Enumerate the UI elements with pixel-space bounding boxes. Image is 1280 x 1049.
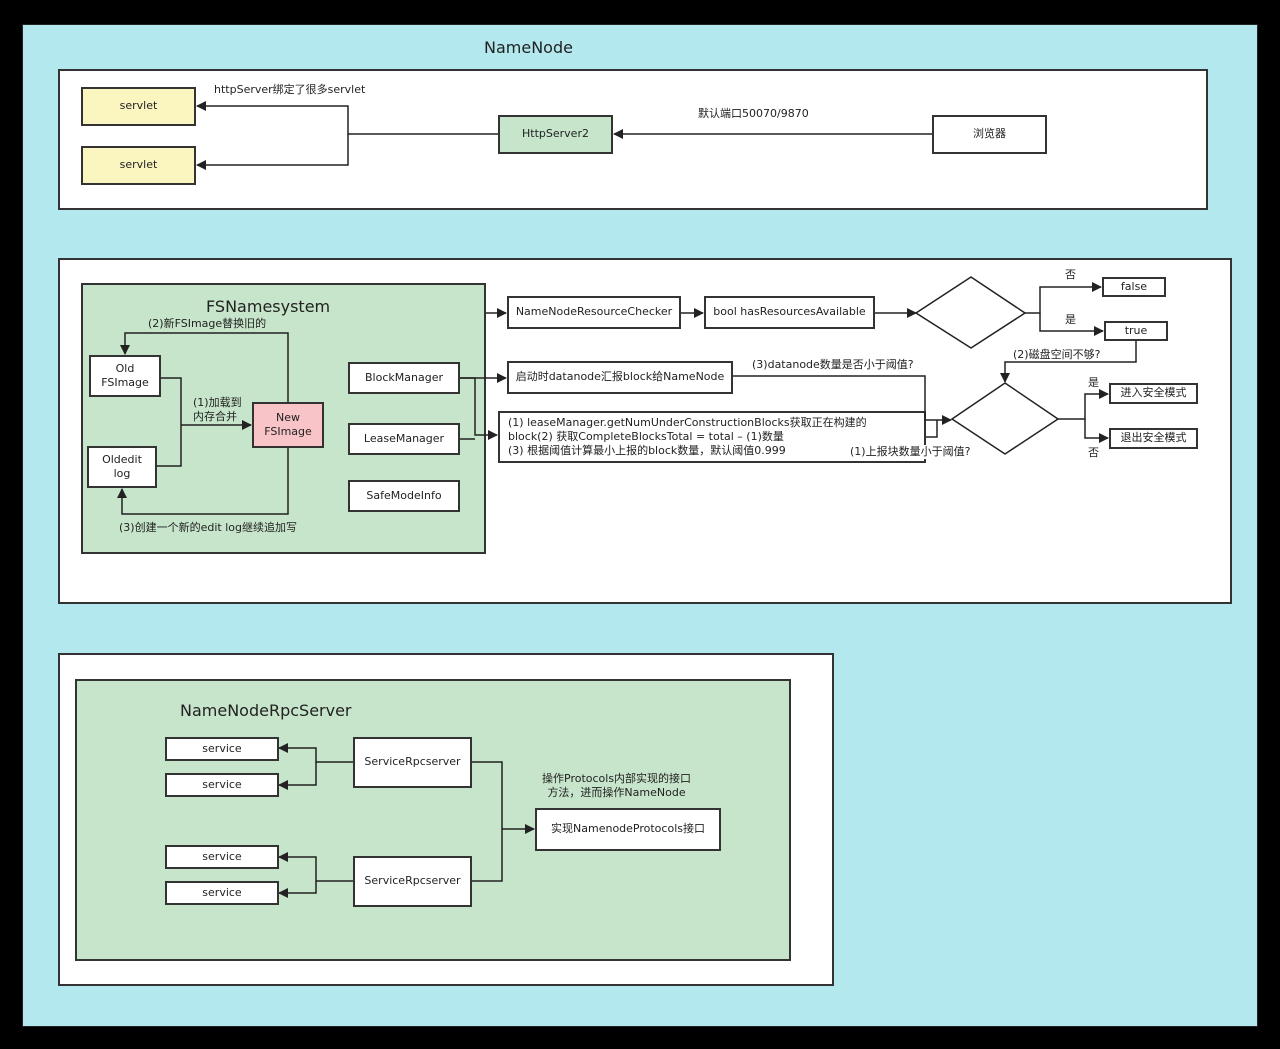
enter-safemode-box: 进入安全模式 bbox=[1109, 383, 1198, 404]
service-rpcserver-box-2: ServiceRpcserver bbox=[353, 856, 472, 907]
block-manager-box: BlockManager bbox=[348, 362, 460, 394]
service-box-1: service bbox=[165, 737, 279, 761]
replace-label: (2)新FSImage替换旧的 bbox=[148, 317, 267, 330]
startup-report-box: 启动时datanode汇报block给NameNode bbox=[507, 361, 733, 394]
browser-box: 浏览器 bbox=[932, 115, 1047, 154]
old-fsimage-box: Old FSImage bbox=[89, 355, 161, 397]
service-box-3: service bbox=[165, 845, 279, 869]
namenode-title: NameNode bbox=[484, 38, 573, 57]
port-label: 默认端口50070/9870 bbox=[698, 107, 809, 120]
has-resources-box: bool hasResourcesAvailable bbox=[704, 296, 875, 329]
servlet-box-2: servlet bbox=[81, 146, 196, 185]
service-rpcserver-box-1: ServiceRpcserver bbox=[353, 737, 472, 788]
fsnamesystem-title: FSNamesystem bbox=[206, 297, 331, 316]
servlet-box-1: servlet bbox=[81, 87, 196, 126]
false-box: false bbox=[1102, 277, 1166, 297]
report-threshold-label: (1)上报块数量小于阈值? bbox=[850, 445, 971, 460]
metadata-dir-text: 元数据目录 <100M? bbox=[942, 300, 998, 328]
protocols-label: 操作Protocols内部实现的接口 方法，进而操作NameNode bbox=[542, 772, 692, 800]
oldedit-log-box: Oldedit log bbox=[87, 446, 157, 488]
datanode-threshold-label: (3)datanode数量是否小于阈值? bbox=[752, 358, 914, 371]
create-edit-label: (3)创建一个新的edit log继续追加写 bbox=[119, 521, 297, 534]
disk-space-label: (2)磁盘空间不够? bbox=[1013, 348, 1101, 361]
exit-safemode-box: 退出安全模式 bbox=[1109, 428, 1198, 449]
httpserver-bind-label: httpServer绑定了很多servlet bbox=[214, 83, 366, 96]
no-label: 否 bbox=[1088, 446, 1099, 459]
service-box-2: service bbox=[165, 773, 279, 797]
httpserver2-box: HttpServer2 bbox=[498, 115, 613, 154]
service-box-4: service bbox=[165, 881, 279, 905]
load-merge-label: (1)加载到 内存合并 bbox=[193, 396, 242, 424]
safemode-info-box: SafeModeInfo bbox=[348, 480, 460, 512]
protocols-impl-box: 实现NamenodeProtocols接口 bbox=[535, 808, 721, 851]
yes-label-top: 是 bbox=[1065, 313, 1076, 326]
true-box: true bbox=[1104, 321, 1168, 341]
rpcserver-title: NameNodeRpcServer bbox=[180, 701, 352, 720]
new-fsimage-box: New FSImage bbox=[252, 402, 324, 448]
resource-checker-box: NameNodeResourceChecker bbox=[507, 296, 681, 329]
lease-details-text: (1) leaseManager.getNumUnderConstruction… bbox=[508, 415, 867, 458]
lease-manager-box: LeaseManager bbox=[348, 423, 460, 455]
no-label-top: 否 bbox=[1065, 268, 1076, 281]
safemode-decision-text: 是否进入安全模式 bbox=[961, 412, 1049, 425]
yes-label: 是 bbox=[1088, 376, 1099, 389]
